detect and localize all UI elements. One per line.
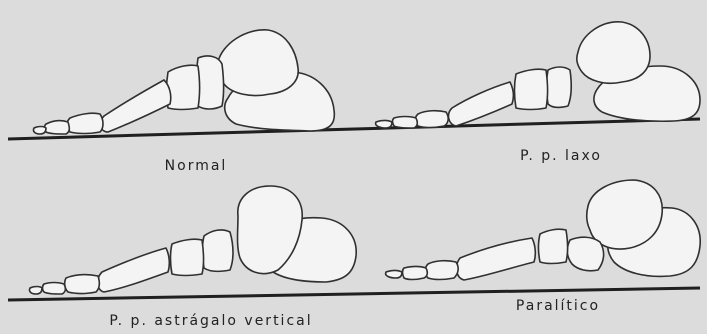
vertical-phalanx-2 — [43, 283, 66, 295]
laxo-cuneiform — [515, 69, 548, 109]
laxo-phalanx-3 — [376, 121, 392, 129]
vertical-navicular — [203, 230, 234, 271]
paralitico-phalanx-1 — [425, 261, 458, 280]
vertical-phalanx-1 — [65, 275, 100, 294]
normal-phalanx-2 — [45, 121, 70, 134]
paralitico-phalanx-3 — [386, 271, 402, 279]
normal-navicular — [197, 56, 224, 109]
normal-cuneiform — [167, 65, 200, 109]
caption-pp-astragalo-vertical: P. p. astrágalo vertical — [109, 313, 312, 329]
vertical-cuneiform — [171, 239, 204, 275]
caption-paralitico: Paralítico — [516, 298, 600, 314]
normal-phalanx-1 — [67, 113, 103, 133]
normal-phalanx-3 — [33, 127, 46, 135]
caption-normal: Normal — [165, 158, 228, 174]
laxo-phalanx-2 — [393, 117, 418, 129]
paralitico-phalanx-2 — [403, 267, 428, 280]
laxo-phalanx-1 — [415, 111, 448, 128]
caption-pp-laxo: P. p. laxo — [520, 148, 602, 164]
vertical-phalanx-3 — [29, 287, 42, 295]
paralitico-navicular — [567, 237, 603, 271]
paralitico-cuneiform — [539, 229, 568, 263]
laxo-navicular — [547, 67, 572, 107]
